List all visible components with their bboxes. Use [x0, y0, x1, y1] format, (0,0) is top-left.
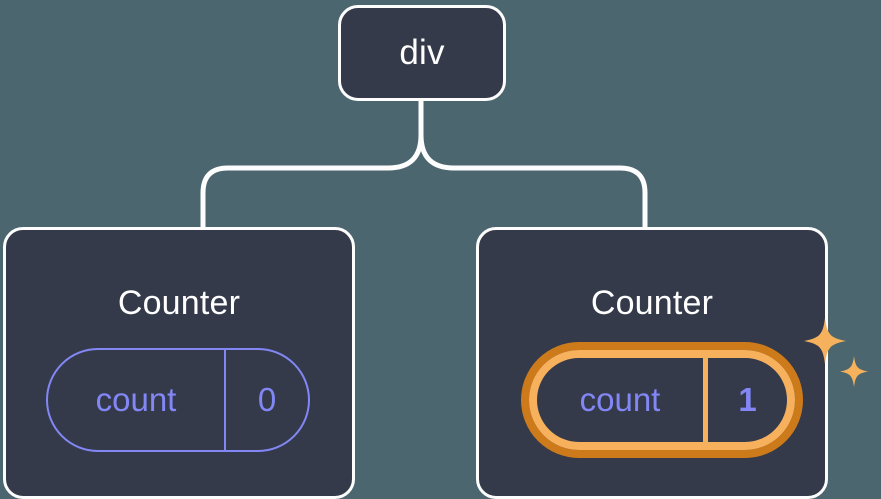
state-pill-left[interactable]: count 0: [46, 348, 310, 452]
node-counter-left[interactable]: Counter count 0: [3, 227, 355, 499]
node-counter-left-label: Counter: [117, 284, 241, 322]
state-pill-right[interactable]: count 1: [521, 342, 803, 458]
state-key-left: count: [95, 381, 177, 418]
sparkle-small-icon: [840, 356, 868, 387]
state-key-right: count: [579, 381, 661, 418]
node-root-label: div: [399, 33, 445, 72]
sparkle-large-icon: [804, 318, 846, 364]
state-value-right: 1: [703, 358, 787, 442]
connector-root-to-left: [200, 98, 424, 230]
sparkles-icon: [804, 318, 868, 387]
node-counter-right[interactable]: Counter count 1: [476, 227, 868, 499]
state-pill-right-inner-ring: count 1: [529, 350, 795, 450]
node-root-div[interactable]: div: [338, 5, 506, 101]
node-counter-right-label: Counter: [590, 284, 714, 322]
connector-root-to-right: [418, 98, 648, 230]
state-value-left: 0: [224, 350, 308, 450]
